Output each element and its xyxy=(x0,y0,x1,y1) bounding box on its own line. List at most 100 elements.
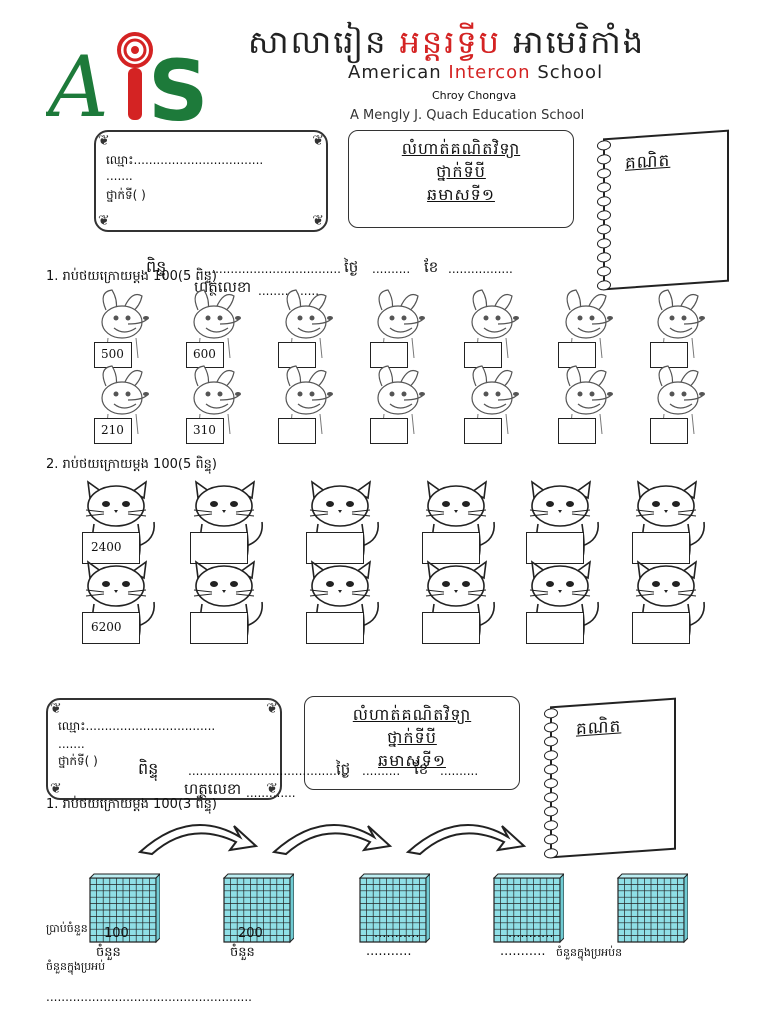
title-line-2: ថ្នាក់ទីបី xyxy=(387,728,437,747)
title-line-2: ថ្នាក់ទីបី xyxy=(436,162,486,181)
answer-box[interactable] xyxy=(306,612,364,644)
ais-logo-icon: A S xyxy=(41,32,209,140)
dog-icon xyxy=(364,364,434,440)
answer-box[interactable] xyxy=(464,342,502,368)
block-sub-label: ចំនួន xyxy=(96,945,121,960)
dog-icon xyxy=(272,364,342,440)
notebook-label: គណិត xyxy=(625,150,671,174)
signature-label: ហត្ថលេខា xyxy=(184,780,242,798)
hundred-block-icon xyxy=(220,872,296,948)
answer-box[interactable] xyxy=(370,418,408,444)
title-line-3: ឆមាសទី១ xyxy=(378,751,446,770)
answer-box[interactable] xyxy=(370,342,408,368)
month-field[interactable]: .......... xyxy=(440,764,479,778)
signature-label: ហត្ថលេខា xyxy=(194,278,252,296)
answer-box[interactable] xyxy=(190,612,248,644)
dog-icon xyxy=(180,364,250,440)
hundred-block-icon xyxy=(356,872,432,948)
answer-box[interactable] xyxy=(558,418,596,444)
block-value-label[interactable]: ........... xyxy=(374,926,420,941)
question-2: 2. រាប់ថយក្រោយម្តង 100(5 ពិន្ទុ) xyxy=(46,457,217,472)
grade-field[interactable]: ថ្នាក់ទី( ) xyxy=(106,188,146,202)
month-field[interactable]: ................. xyxy=(448,262,513,276)
answer-box[interactable] xyxy=(422,532,480,564)
notebook-spiral-icon xyxy=(597,139,611,295)
cat-icon xyxy=(520,560,604,646)
corner-ornament-icon: ❦ xyxy=(312,213,324,229)
signature-field[interactable]: ............. xyxy=(246,786,296,800)
answer-box[interactable] xyxy=(526,612,584,644)
title-line-1: លំហាត់គណិតវិទ្យា xyxy=(401,139,521,158)
answer-line[interactable]: ........................................… xyxy=(46,990,252,1004)
answer-box[interactable]: 310 xyxy=(186,418,224,444)
answer-box[interactable] xyxy=(278,418,316,444)
block-value-label[interactable]: 100 xyxy=(104,926,129,941)
corner-ornament-icon: ❦ xyxy=(50,701,62,717)
answer-box[interactable]: 600 xyxy=(186,342,224,368)
corner-ornament-icon: ❦ xyxy=(98,133,110,149)
right-note: ចំនួនក្នុងប្រអប់ន xyxy=(556,946,623,959)
name-field-continued: ....... xyxy=(58,737,85,751)
dog-icon xyxy=(272,288,342,364)
dog-icon xyxy=(552,364,622,440)
question-1: 1. រាប់ថយក្រោយម្តង 100(5 ពិន្ទុ) xyxy=(46,269,217,284)
name-field[interactable]: ឈ្មោះ.................................. xyxy=(58,719,216,733)
dog-icon xyxy=(180,288,250,364)
answer-box[interactable]: 210 xyxy=(94,418,132,444)
answer-box[interactable] xyxy=(464,418,502,444)
answer-box[interactable] xyxy=(632,532,690,564)
campus-name: Chroy Chongva xyxy=(432,89,517,102)
day-label: ថ្ងៃ xyxy=(336,760,351,778)
block-sub-label: ........... xyxy=(366,944,412,959)
answer-box[interactable] xyxy=(632,612,690,644)
grade-field[interactable]: ថ្នាក់ទី( ) xyxy=(58,754,98,768)
cat-icon xyxy=(76,560,160,646)
hundred-block-icon xyxy=(614,872,690,948)
signature-field[interactable]: ................ xyxy=(258,284,320,298)
name-field[interactable]: ឈ្មោះ.................................. xyxy=(106,153,264,167)
corner-ornament-icon: ❦ xyxy=(98,213,110,229)
block-value-label[interactable]: 200 xyxy=(238,926,263,941)
left-note-1: ប្រាប់ចំនួន xyxy=(46,922,88,935)
answer-box[interactable]: 2400 xyxy=(82,532,140,564)
day-field[interactable]: .......... xyxy=(372,262,411,276)
corner-ornament-icon: ❦ xyxy=(266,701,278,717)
answer-box[interactable]: 6200 xyxy=(82,612,140,644)
notebook-illustration: គណិត xyxy=(597,129,729,291)
school-name-khmer: សាលារៀន អន្តរទ្វីប អាមេរិកាំង xyxy=(248,23,646,61)
notebook-illustration-2: គណិត xyxy=(544,697,676,859)
corner-ornament-icon: ❦ xyxy=(50,781,62,797)
curved-arrow-icon xyxy=(405,824,527,856)
score-field[interactable]: ........................................… xyxy=(188,764,349,778)
cat-icon xyxy=(300,560,384,646)
title-line-3: ឆមាសទី១ xyxy=(427,185,495,204)
title-line-1: លំហាត់គណិតវិទ្យា xyxy=(352,705,472,724)
curved-arrows xyxy=(137,824,527,856)
cat-icon xyxy=(184,480,268,566)
hundred-block-icon xyxy=(86,872,162,948)
answer-box[interactable] xyxy=(650,418,688,444)
question-1-sheet-2: 1. រាប់ថយក្រោយម្តង 100(3 ពិន្ទុ) xyxy=(46,797,217,812)
corner-ornament-icon: ❦ xyxy=(312,133,324,149)
notebook-label: គណិត xyxy=(576,716,622,740)
dog-icon xyxy=(364,288,434,364)
score-field[interactable]: ...................................... xyxy=(196,262,341,276)
answer-box[interactable] xyxy=(190,532,248,564)
dog-icon xyxy=(88,288,158,364)
month-label: ខែ xyxy=(414,760,429,778)
block-sub-label: ចំនួន xyxy=(230,945,255,960)
answer-box[interactable] xyxy=(422,612,480,644)
curved-arrow-icon xyxy=(137,824,259,856)
block-value-label[interactable]: ........... xyxy=(508,926,554,941)
name-field-continued: ....... xyxy=(106,169,133,183)
month-label: ខែ xyxy=(424,258,439,276)
worksheet-title-scroll-2: លំហាត់គណិតវិទ្យា ថ្នាក់ទីបី ឆមាសទី១ xyxy=(304,696,520,790)
answer-box[interactable] xyxy=(306,532,364,564)
svg-text:A: A xyxy=(46,38,109,128)
school-logo: A S xyxy=(41,28,246,140)
left-note-2: ចំនួនក្នុងប្រអប់ xyxy=(46,960,106,973)
day-field[interactable]: .......... xyxy=(362,764,401,778)
dog-icon xyxy=(88,364,158,440)
school-motto: A Mengly J. Quach Education School xyxy=(350,108,585,123)
answer-box[interactable] xyxy=(526,532,584,564)
